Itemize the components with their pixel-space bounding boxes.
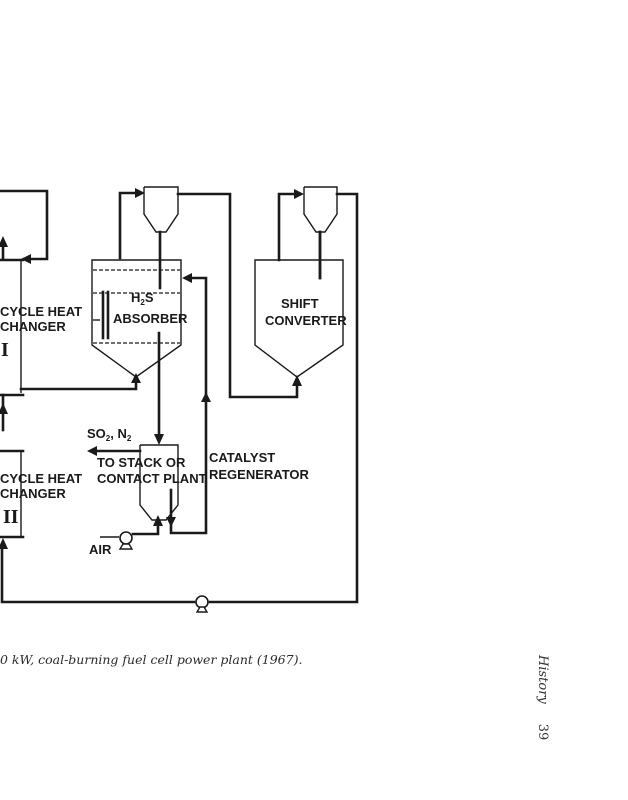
regenerator-vessel <box>139 444 179 521</box>
feed-line-to-absorber <box>19 379 138 391</box>
air-line <box>131 522 160 536</box>
arrow-icon <box>201 392 211 402</box>
catalyst-regenerator: SO2, N2 TO STACK OR CONTACT PLANT CATALY… <box>87 426 310 557</box>
heat-exchanger-2-label-line2: CHANGER <box>0 486 66 501</box>
arrow-icon <box>294 189 304 199</box>
shift-converter-vessel <box>254 259 344 378</box>
arrow-icon <box>0 403 8 414</box>
h2s-absorber: H2S ABSORBER <box>91 259 211 535</box>
return-line-right <box>208 192 359 604</box>
absorber-label-line1: H2S <box>131 290 154 307</box>
regenerator-label-line1: CATALYST <box>209 450 275 465</box>
heat-exchanger-2-numeral: II <box>3 506 19 528</box>
pump-icon <box>118 531 134 550</box>
running-head-title: History <box>535 655 550 704</box>
running-head: History 39 <box>520 655 560 745</box>
absorber-overhead-line <box>118 191 140 260</box>
heat-exchanger-1: CYCLE HEAT CHANGER I <box>0 189 82 397</box>
arrow-icon <box>0 236 8 247</box>
line-to-shift-converter <box>176 192 299 399</box>
return-line-bottom-left <box>0 544 196 604</box>
pump-icon <box>195 595 209 613</box>
arrow-icon <box>131 373 141 383</box>
regenerator-label-line2: REGENERATOR <box>209 467 310 482</box>
arrow-icon <box>153 515 163 526</box>
arrow-icon <box>154 434 164 445</box>
stack-label-line2: CONTACT PLANT <box>97 471 207 486</box>
arrow-icon <box>292 375 302 386</box>
shift-overhead-line <box>277 192 299 262</box>
arrow-icon <box>182 273 192 283</box>
heat-exchanger-1-numeral: I <box>1 339 9 361</box>
stack-label-line1: TO STACK OR <box>97 455 186 470</box>
heat-exchanger-1-label-line1: CYCLE HEAT <box>0 304 82 319</box>
air-label: AIR <box>89 542 112 557</box>
shift-label-line2: CONVERTER <box>265 313 347 328</box>
arrow-icon <box>21 254 31 264</box>
cyclone-separator-icon <box>143 186 179 233</box>
page-number: 39 <box>535 723 550 741</box>
arrow-icon <box>166 517 176 527</box>
cyclone-separator-icon <box>303 186 338 233</box>
absorber-label-line2: ABSORBER <box>113 311 188 326</box>
heat-exchanger-1-label-line2: CHANGER <box>0 319 66 334</box>
heat-exchanger-2: CYCLE HEAT CHANGER II <box>0 393 82 549</box>
catalyst-return-line <box>169 276 208 535</box>
shift-converter: SHIFT CONVERTER <box>254 186 347 378</box>
shift-label-line1: SHIFT <box>281 296 319 311</box>
figure-caption: 0 kW, coal-burning fuel cell power plant… <box>0 652 303 667</box>
heat-exchanger-1-return-line <box>0 189 49 261</box>
arrow-icon <box>135 188 145 198</box>
heat-exchanger-2-label-line1: CYCLE HEAT <box>0 471 82 486</box>
exhaust-label: SO2, N2 <box>87 426 132 443</box>
arrow-icon <box>87 446 97 456</box>
